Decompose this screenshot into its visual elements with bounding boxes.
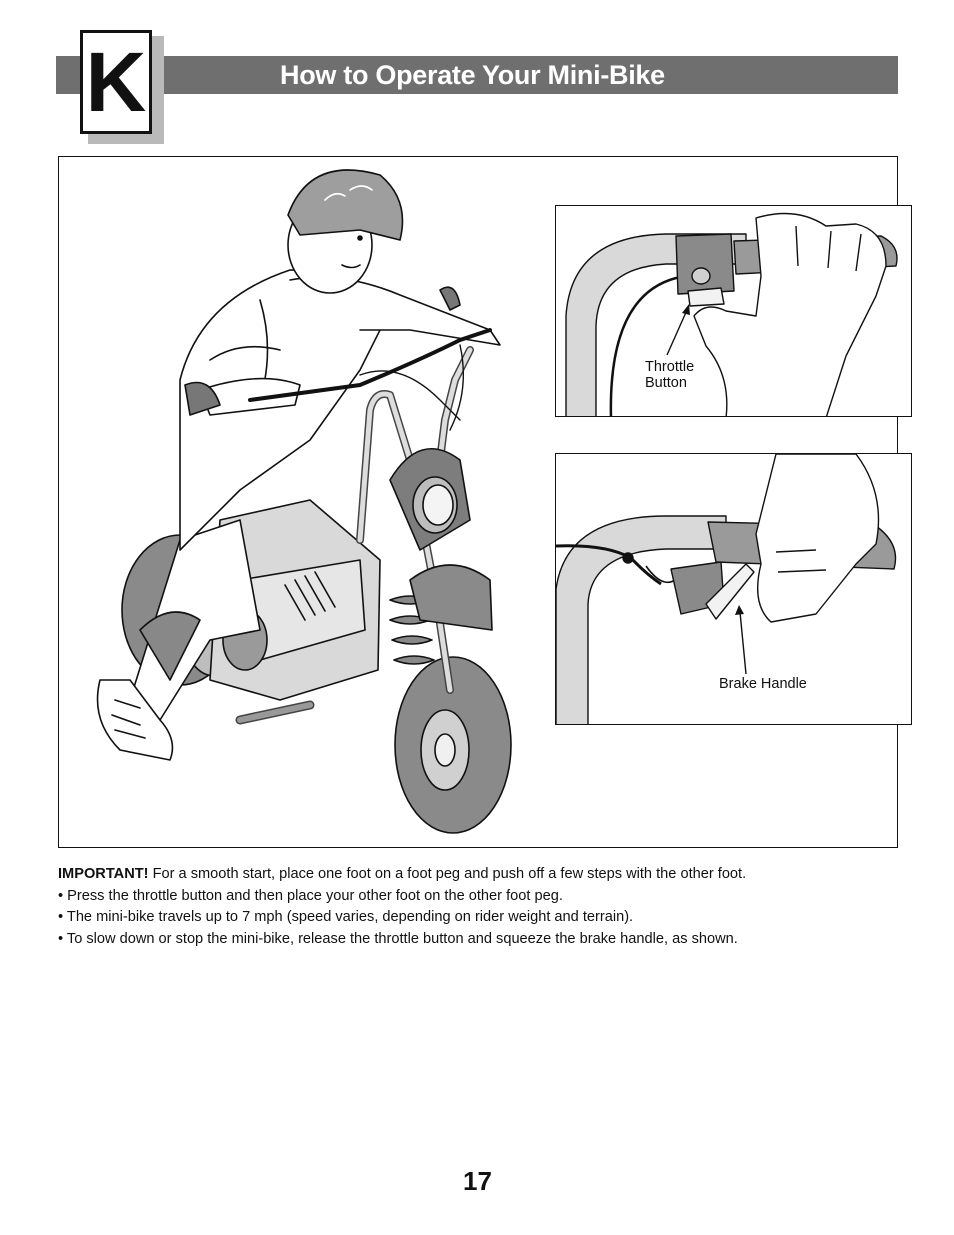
instruction-bullet: • To slow down or stop the mini-bike, re…: [58, 930, 738, 947]
throttle-callout-line1: Throttle: [645, 359, 695, 375]
instruction-bullet: • The mini-bike travels up to 7 mph (spe…: [58, 909, 634, 925]
section-letter-box: K: [80, 30, 152, 134]
throttle-callout-line2: Button: [645, 375, 687, 391]
page-number: 17: [463, 1166, 492, 1196]
brake-inset: [555, 453, 912, 725]
instruction-bullet: • Press the throttle button and then pla…: [58, 887, 563, 904]
throttle-button-callout: Throttle Button: [645, 359, 725, 391]
section-title: How to Operate Your Mini-Bike: [280, 60, 665, 90]
important-label: IMPORTANT!: [58, 866, 149, 882]
throttle-callout-arrow: [666, 304, 690, 356]
brake-detail-illustration: [556, 454, 897, 724]
throttle-detail-illustration: [565, 212, 898, 416]
section-title-bar: [56, 56, 898, 94]
important-text: For a smooth start, place one foot on a …: [148, 866, 747, 882]
operating-instructions: IMPORTANT! For a smooth start, place one…: [58, 864, 918, 950]
important-note: IMPORTANT! For a smooth start, place one…: [58, 864, 918, 886]
brake-callout-arrow: [735, 605, 747, 675]
brake-handle-callout: Brake Handle: [719, 676, 807, 692]
throttle-inset: [555, 205, 912, 417]
section-letter: K: [85, 35, 147, 129]
rider-on-minibike-illustration: [96, 169, 512, 834]
